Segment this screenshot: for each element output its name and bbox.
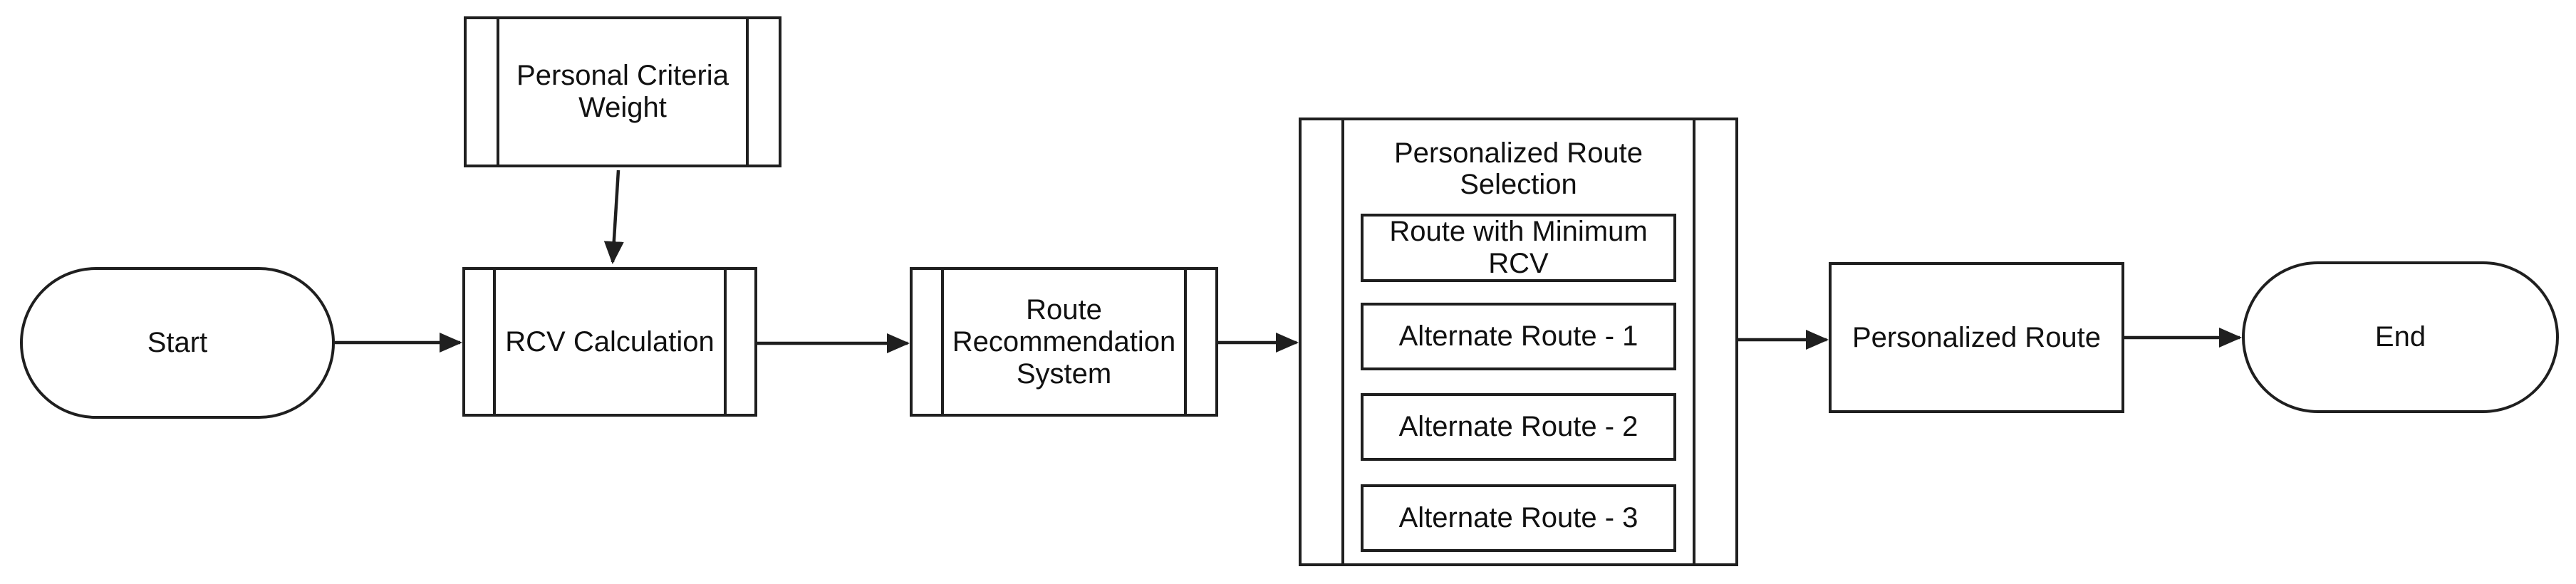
node-personalized-route-selection: Personalized Route Selection Route with … <box>1299 118 1738 566</box>
node-alternate-route-3-label: Alternate Route - 3 <box>1398 502 1638 533</box>
node-route-with-minimum-rcv: Route with Minimum RCV <box>1361 214 1676 282</box>
node-rcv-calculation: RCV Calculation <box>462 267 757 417</box>
node-start-label: Start <box>147 327 208 358</box>
node-alternate-route-1-label: Alternate Route - 1 <box>1398 320 1638 352</box>
node-personalized-route-selection-label: Personalized Route Selection <box>1393 137 1643 200</box>
node-alternate-route-2: Alternate Route - 2 <box>1361 393 1676 461</box>
node-route-recommendation-system-label: Route Recommendation System <box>952 293 1176 390</box>
node-end: End <box>2242 261 2559 413</box>
node-end-label: End <box>2374 321 2426 353</box>
node-personalized-route: Personalized Route <box>1829 262 2124 413</box>
edge-personal-criteria-weight-to-rcv-calculation <box>603 170 624 264</box>
node-alternate-route-3: Alternate Route - 3 <box>1361 484 1676 552</box>
node-personalized-route-label: Personalized Route <box>1852 321 2102 353</box>
node-route-recommendation-system: Route Recommendation System <box>910 267 1218 417</box>
node-rcv-calculation-label: RCV Calculation <box>505 325 715 358</box>
node-alternate-route-2-label: Alternate Route - 2 <box>1398 411 1638 442</box>
node-start: Start <box>20 267 335 419</box>
node-route-with-minimum-rcv-label: Route with Minimum RCV <box>1389 216 1648 279</box>
node-alternate-route-1: Alternate Route - 1 <box>1361 303 1676 370</box>
node-personal-criteria-weight-label: Personal Criteria Weight <box>516 60 729 123</box>
node-personal-criteria-weight: Personal Criteria Weight <box>464 16 781 167</box>
